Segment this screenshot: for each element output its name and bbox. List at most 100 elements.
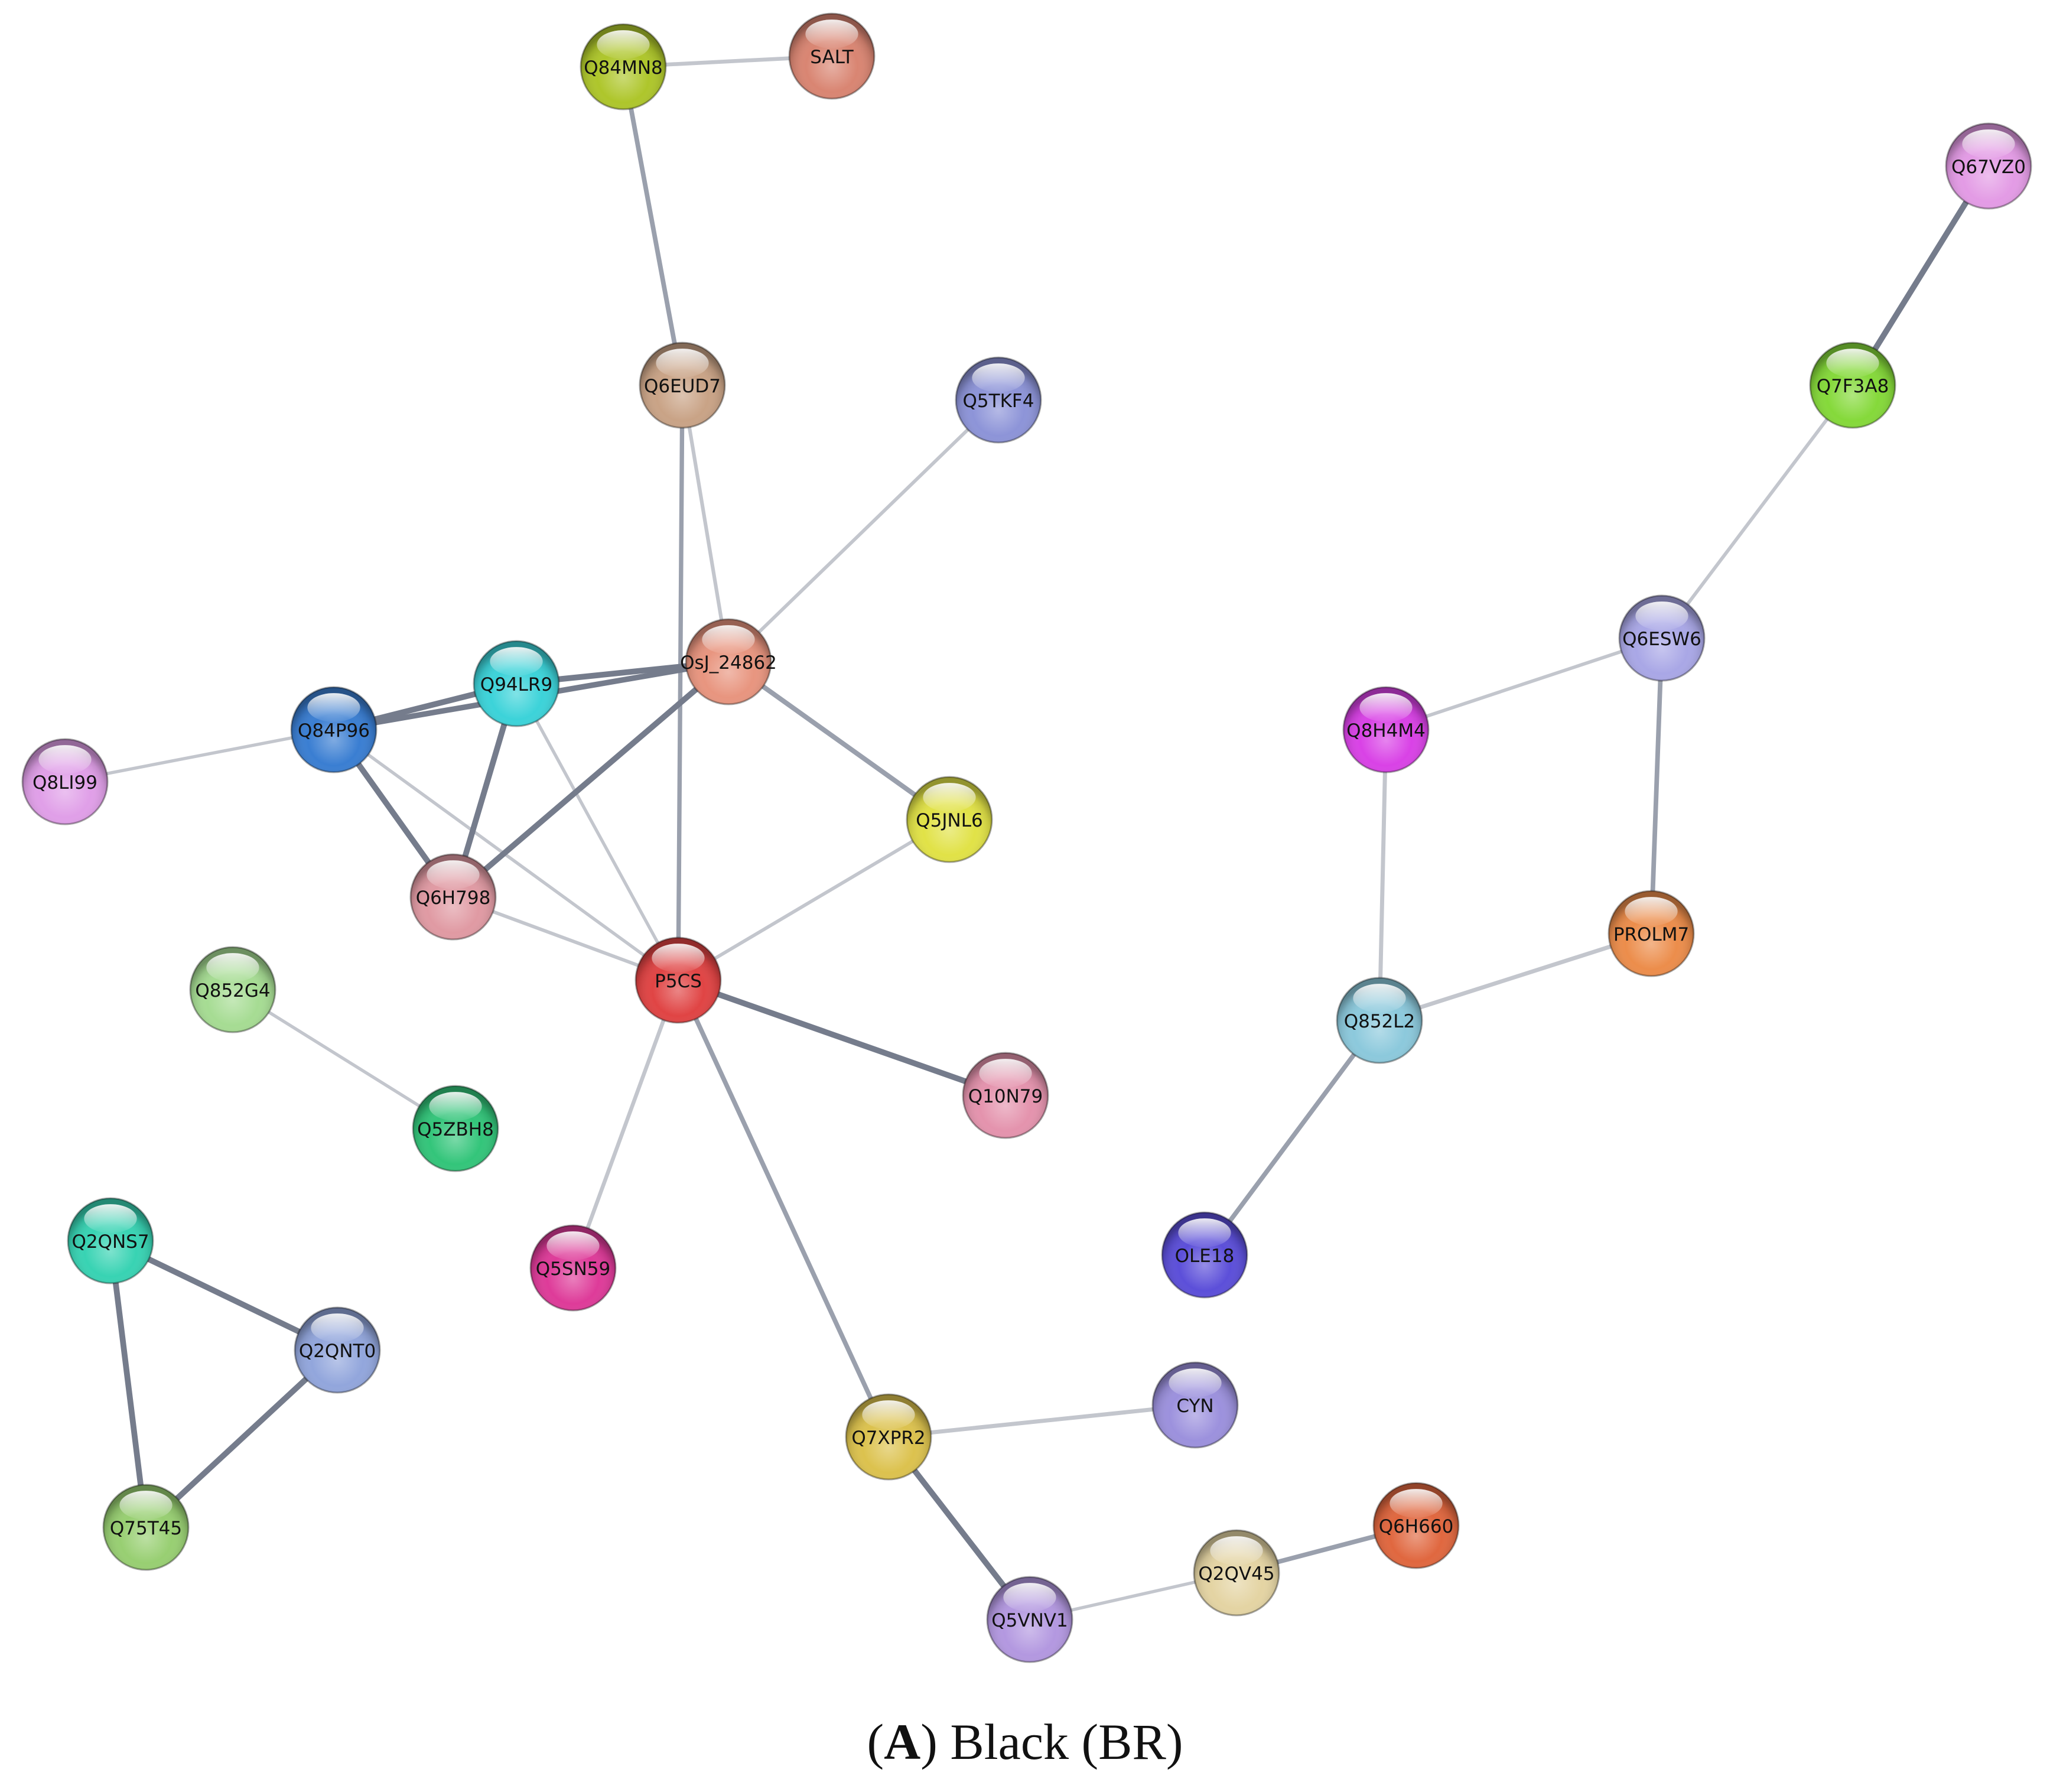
edge-q8li99-q84p96 [63, 728, 336, 783]
node-label: Q2QNS7 [71, 1231, 149, 1253]
node-label: Q6EUD7 [644, 376, 721, 397]
node-q2qnt0[interactable]: Q2QNT0 [294, 1306, 381, 1394]
node-highlight [490, 647, 543, 677]
node-highlight [702, 625, 755, 655]
figure-caption: (A) Black (BR) [867, 1713, 1183, 1770]
node-prolm7[interactable]: PROLM7 [1608, 890, 1695, 977]
node-label: Q8H4M4 [1346, 720, 1426, 741]
node-label: Q8LI99 [32, 772, 97, 793]
node-highlight [311, 1313, 364, 1343]
node-label: Q7XPR2 [851, 1427, 925, 1449]
node-highlight [1390, 1489, 1443, 1518]
node-label: Q67VZ0 [1951, 157, 2026, 178]
node-highlight [427, 860, 480, 890]
node-label: OsJ_24862 [680, 652, 777, 674]
node-label: Q94LR9 [480, 674, 552, 695]
node-label: CYN [1176, 1396, 1213, 1417]
node-highlight [1169, 1368, 1222, 1398]
node-label: Q6ESW6 [1622, 629, 1701, 650]
node-highlight [1635, 601, 1688, 631]
edge-q7xpr2-cyn [886, 1403, 1198, 1439]
node-salt[interactable]: SALT [788, 12, 876, 100]
node-label: P5CS [655, 971, 702, 992]
node-highlight [972, 363, 1025, 393]
node-ole18[interactable]: OLE18 [1161, 1211, 1248, 1299]
node-highlight [38, 745, 92, 775]
node-highlight [1003, 1583, 1056, 1612]
edge-q2qns7-q75t45 [108, 1238, 149, 1530]
node-q852g4[interactable]: Q852G4 [189, 946, 276, 1033]
node-highlight [429, 1092, 482, 1121]
caption-letter: A [884, 1713, 921, 1770]
node-label: Q5VNV1 [991, 1610, 1068, 1631]
node-q5jnl6[interactable]: Q5JNL6 [906, 776, 993, 863]
edge-q6esw6-q8h4m4 [1384, 636, 1664, 731]
node-q10n79[interactable]: Q10N79 [962, 1052, 1049, 1139]
node-highlight [1353, 984, 1406, 1013]
node-label: Q852L2 [1344, 1011, 1416, 1032]
node-highlight [1210, 1536, 1263, 1566]
edge-p5cs-q5sn59 [571, 978, 681, 1270]
node-highlight [84, 1204, 137, 1234]
node-q2qv45[interactable]: Q2QV45 [1193, 1529, 1280, 1617]
node-q84p96[interactable]: Q84P96 [290, 686, 378, 773]
node-p5cs[interactable]: P5CS [634, 936, 722, 1024]
node-label: Q2QNT0 [299, 1341, 376, 1362]
edge-q6eud7-p5cs [676, 383, 685, 983]
node-highlight [119, 1491, 173, 1520]
node-q6esw6[interactable]: Q6ESW6 [1618, 594, 1706, 682]
node-highlight [923, 783, 976, 812]
node-q7f3a8[interactable]: Q7F3A8 [1809, 342, 1896, 429]
node-highlight [1178, 1218, 1231, 1248]
edge-q5jnl6-p5cs [676, 818, 951, 982]
node-q5zbh8[interactable]: Q5ZBH8 [412, 1085, 499, 1172]
node-highlight [1962, 129, 2015, 159]
node-label: Q2QV45 [1198, 1563, 1274, 1585]
node-highlight [805, 19, 858, 49]
edge-q852g4-q5zbh8 [231, 988, 457, 1130]
node-highlight [862, 1400, 915, 1430]
node-label: Q5ZBH8 [417, 1119, 494, 1140]
node-highlight [206, 953, 259, 983]
edge-p5cs-q10n79 [675, 977, 1008, 1098]
node-q7xpr2[interactable]: Q7XPR2 [845, 1393, 932, 1481]
node-q6eud7[interactable]: Q6EUD7 [639, 342, 726, 429]
edge-q67vz0-q7f3a8 [1850, 163, 1992, 388]
node-q852l2[interactable]: Q852L2 [1336, 977, 1423, 1064]
node-q6h798[interactable]: Q6H798 [409, 853, 497, 941]
node-q67vz0[interactable]: Q67VZ0 [1945, 122, 2032, 210]
node-highlight [1359, 693, 1413, 723]
node-cyn[interactable]: CYN [1151, 1361, 1239, 1449]
edge-p5cs-q7xpr2 [676, 978, 891, 1439]
node-highlight [1625, 897, 1678, 926]
edge-q5tkf4-osj_24862 [727, 398, 1000, 664]
node-highlight [307, 693, 360, 723]
node-q5tkf4[interactable]: Q5TKF4 [955, 356, 1042, 444]
node-q2qns7[interactable]: Q2QNS7 [67, 1197, 154, 1284]
node-q75t45[interactable]: Q75T45 [102, 1484, 190, 1571]
node-q5vnv1[interactable]: Q5VNV1 [986, 1576, 1073, 1663]
edge-q6eud7-osj_24862 [680, 383, 731, 664]
edge-q7f3a8-q6esw6 [1660, 383, 1854, 640]
node-label: OLE18 [1175, 1245, 1235, 1267]
node-highlight [656, 349, 709, 378]
node-label: Q75T45 [110, 1518, 182, 1539]
edge-q6esw6-prolm7 [1649, 636, 1664, 936]
edge-q852l2-ole18 [1202, 1018, 1382, 1257]
edge-q8h4m4-q852l2 [1377, 727, 1388, 1023]
node-q84mn8[interactable]: Q84MN8 [580, 23, 667, 110]
caption-text: Black (BR) [950, 1713, 1183, 1770]
node-q5sn59[interactable]: Q5SN59 [529, 1224, 617, 1312]
node-label: Q7F3A8 [1817, 376, 1889, 397]
node-label: Q852G4 [195, 980, 270, 1001]
node-q8li99[interactable]: Q8LI99 [21, 738, 109, 825]
edge-prolm7-q852l2 [1377, 931, 1654, 1023]
node-label: SALT [810, 47, 854, 68]
node-highlight [546, 1231, 600, 1261]
node-q94lr9[interactable]: Q94LR9 [473, 640, 560, 727]
node-q6h660[interactable]: Q6H660 [1372, 1482, 1460, 1569]
node-osj-24862[interactable]: OsJ_24862 [680, 618, 777, 705]
node-q8h4m4[interactable]: Q8H4M4 [1342, 686, 1430, 773]
